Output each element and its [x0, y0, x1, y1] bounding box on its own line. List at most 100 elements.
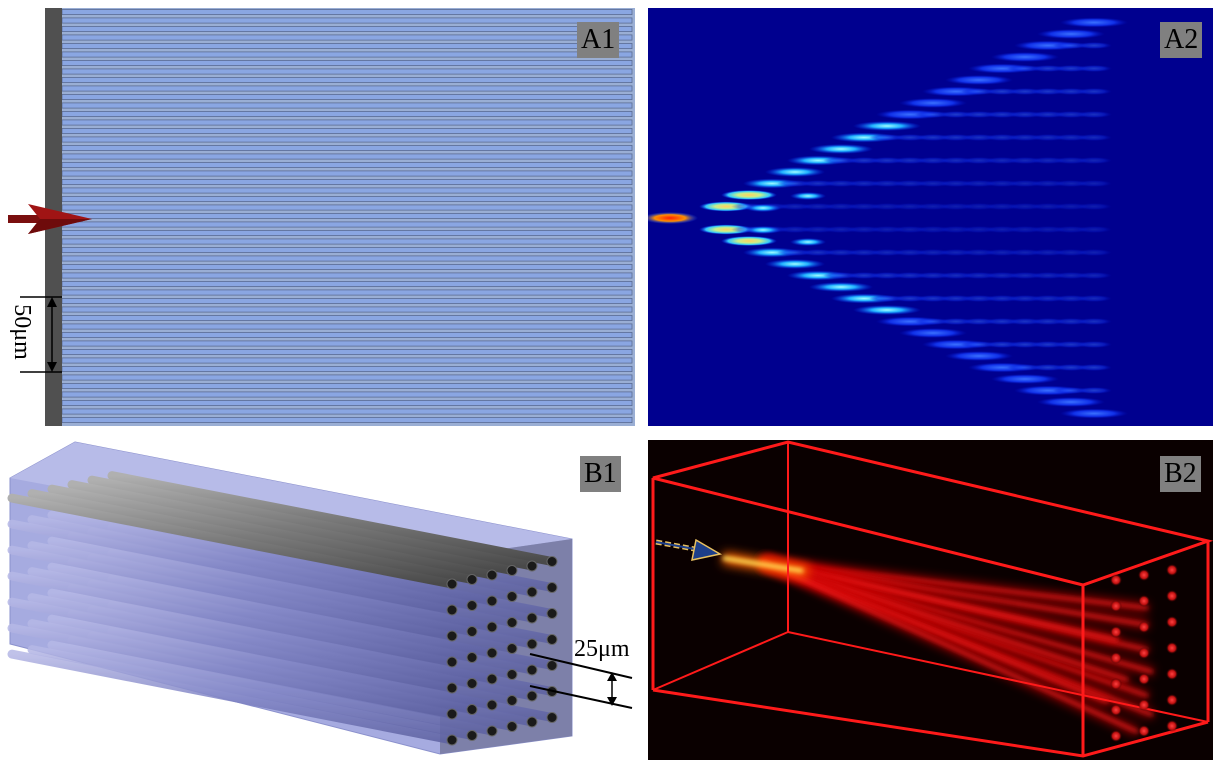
waveguide-line [61, 306, 633, 313]
rod [47, 640, 497, 736]
rod [27, 541, 477, 636]
waveguide-line [61, 297, 633, 304]
waveguide-line [61, 187, 633, 194]
field-spot [1060, 17, 1128, 28]
field-spot [745, 226, 781, 234]
rod [27, 645, 477, 740]
field-spot [899, 98, 967, 108]
waveguide-line [61, 416, 633, 423]
waveguide-line [61, 280, 633, 287]
field-spot-inner [1076, 318, 1112, 325]
rod-end-cap [486, 725, 498, 737]
field-spot-inner [1076, 364, 1112, 371]
rod-end-cap [526, 716, 538, 728]
rod [47, 484, 497, 580]
waveguide-line [61, 374, 633, 381]
3d-light-propagation [648, 440, 1213, 760]
waveguide-line [61, 68, 633, 75]
waveguide-line [61, 204, 633, 211]
launch-core [722, 556, 804, 573]
waveguide-line [61, 170, 633, 177]
rod-end-cap [546, 582, 558, 593]
rod [27, 567, 477, 662]
output-spot [1138, 621, 1150, 633]
field-spot-inner [1076, 180, 1112, 187]
output-spot [1138, 699, 1150, 711]
rod [7, 493, 457, 589]
field-spot [721, 190, 777, 200]
rod [47, 510, 497, 606]
output-spot [1138, 595, 1150, 607]
rod-end-cap [486, 569, 498, 581]
rod [27, 489, 477, 584]
rod-end-cap [466, 626, 478, 637]
output-spot [1166, 720, 1178, 732]
panel-a2: A2 [648, 8, 1213, 426]
rod-end-cap [526, 638, 538, 650]
rod-end-cap [506, 617, 518, 628]
rod-end-cap [546, 712, 558, 723]
rod-end-cap [546, 634, 558, 645]
waveguide-line [61, 161, 633, 168]
output-spot [1138, 725, 1150, 737]
waveguide-line [61, 94, 633, 101]
waveguide-line [61, 314, 633, 321]
field-spot [809, 144, 873, 154]
panel-b1: 25μm B1 [0, 436, 648, 760]
field-spot-inner [1076, 88, 1112, 95]
rod-array-3d-view [7, 441, 633, 755]
field-spot [945, 351, 1013, 361]
waveguide-line [61, 153, 633, 160]
waveguide-line [61, 221, 633, 228]
waveguide-line [61, 25, 633, 32]
field-spot-inner [1076, 65, 1112, 72]
output-spot [1166, 694, 1178, 706]
output-spot [1110, 574, 1122, 586]
output-spot [1110, 652, 1122, 664]
field-spot [991, 52, 1059, 62]
waveguide-line [61, 195, 633, 202]
beam-core [762, 560, 1129, 682]
field-spot [1037, 29, 1105, 39]
rod-end-cap [506, 565, 518, 576]
field-spot [1060, 408, 1128, 419]
waveguide-line [61, 331, 633, 338]
rod-end-cap [486, 647, 498, 659]
field-spot [853, 121, 921, 131]
rod [107, 471, 557, 566]
rod [7, 519, 457, 615]
waveguide-line [61, 246, 633, 253]
rod-end-cap [486, 699, 498, 711]
rod-end-cap [506, 695, 518, 706]
output-spot [1110, 678, 1122, 690]
rod-end-cap [466, 704, 478, 715]
launch-spot [648, 212, 698, 224]
panel-label-a1: A1 [577, 22, 620, 58]
panel-label-a2: A2 [1160, 22, 1203, 58]
panel-a1: 50μm A1 [0, 0, 640, 430]
rod-end-cap [446, 630, 458, 642]
rod [47, 536, 497, 632]
waveguide-line [61, 382, 633, 389]
rod-end-cap [466, 730, 478, 741]
waveguide-line [61, 119, 633, 126]
scale-label-50um: 50μm [9, 304, 35, 360]
output-spot [1138, 647, 1150, 659]
field-spot-inner [1076, 134, 1112, 141]
field-spots [648, 17, 1128, 419]
rod-end-cap [446, 708, 458, 720]
field-spot [945, 75, 1013, 85]
rod [7, 571, 457, 667]
rod-end-cap [546, 660, 558, 671]
output-spot [1166, 564, 1178, 576]
panel-b2: B2 [648, 440, 1213, 760]
rod [7, 597, 457, 693]
field-spot-inner [1076, 111, 1112, 118]
waveguide-line [61, 348, 633, 355]
rod-end-cap [506, 669, 518, 680]
rod [27, 619, 477, 714]
field-spot-inner [1076, 341, 1112, 348]
rod-end-cap [506, 721, 518, 732]
rod-end-cap [446, 656, 458, 668]
field-spot [745, 204, 781, 212]
